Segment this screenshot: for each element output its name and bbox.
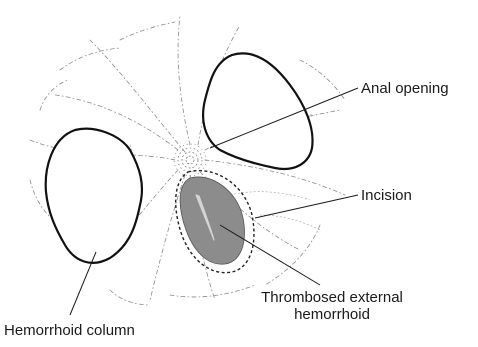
leader-incision bbox=[255, 195, 358, 218]
label-hemorrhoid-column: Hemorrhoid column bbox=[4, 322, 135, 339]
label-incision: Incision bbox=[361, 187, 412, 204]
hemorrhoid-column-upper-right bbox=[203, 53, 312, 169]
thrombosed-hemorrhoid bbox=[180, 177, 244, 264]
label-thrombosed-line1: Thrombosed external bbox=[232, 289, 432, 306]
label-anal-opening: Anal opening bbox=[361, 80, 449, 97]
hemorrhoid-column-left bbox=[46, 129, 142, 263]
label-thrombosed-line2: hemorrhoid bbox=[232, 306, 432, 323]
label-thrombosed: Thrombosed external hemorrhoid bbox=[232, 289, 432, 323]
